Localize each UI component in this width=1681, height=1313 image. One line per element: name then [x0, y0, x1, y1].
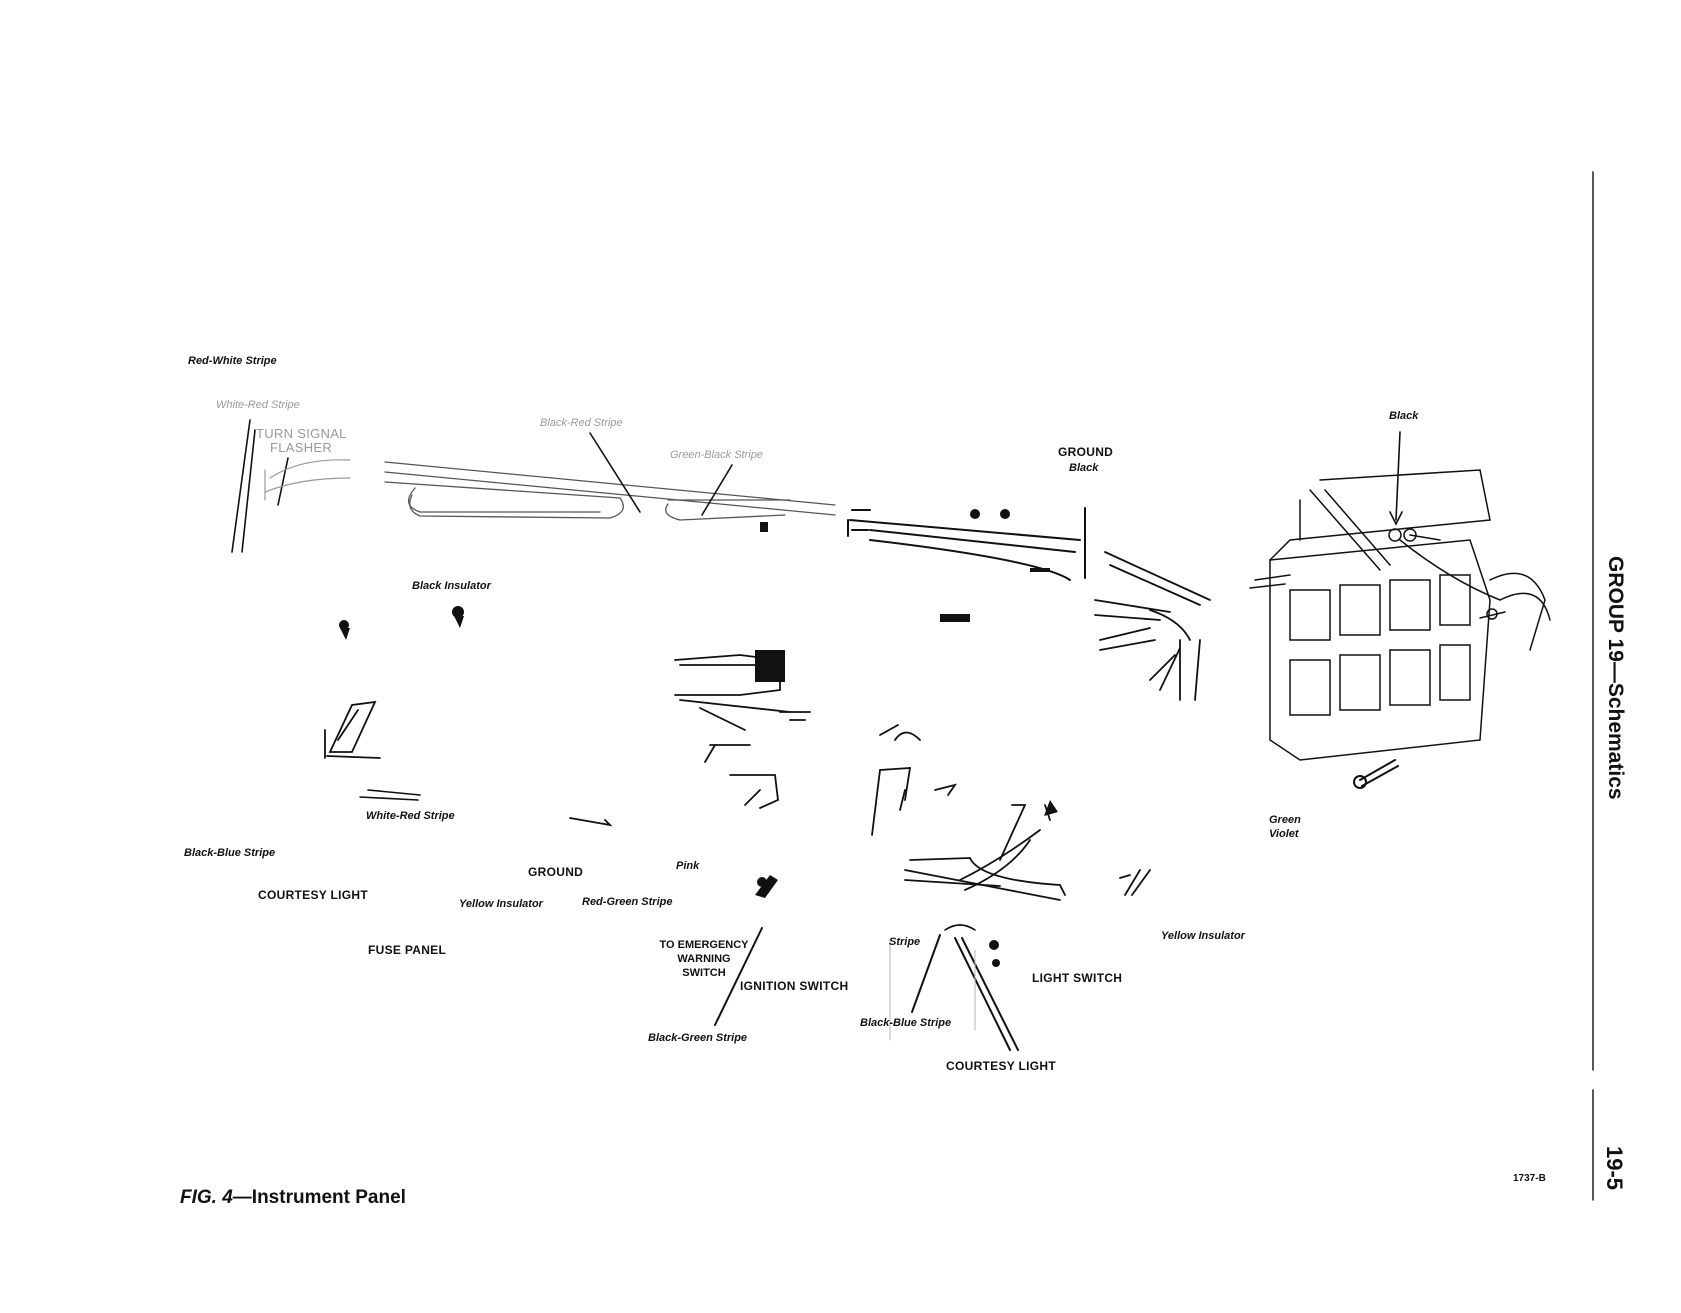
black-blue-leader — [911, 934, 941, 1013]
courtesy-light-bulb — [944, 924, 976, 931]
label-yellow-insulator-left: Yellow Insulator — [459, 898, 543, 910]
group-title: GROUP 19—Schematics — [1604, 556, 1627, 800]
light-socket — [889, 939, 976, 1041]
light-switch-knob — [1044, 800, 1058, 816]
label-ignition-switch: IGNITION SWITCH — [740, 979, 849, 993]
label-turn-signal-2: FLASHER — [270, 440, 333, 455]
label-green-black-stripe: Green-Black Stripe — [670, 449, 763, 461]
fuse-panel-drawing — [1249, 469, 1551, 761]
center-mark — [569, 817, 613, 827]
label-black-right: Black — [1389, 410, 1419, 422]
label-black-insulator: Black Insulator — [412, 580, 491, 592]
label-green: Green — [1269, 814, 1301, 826]
black-right-leader — [1395, 431, 1401, 521]
label-black-red-stripe: Black-Red Stripe — [540, 417, 623, 429]
flasher-bracket — [264, 459, 351, 501]
connector-cluster-marks — [339, 509, 1050, 640]
caption-prefix: FIG. 4 — [180, 1187, 233, 1208]
light-switch-area — [871, 724, 1151, 901]
caption-text: —Instrument Panel — [232, 1187, 406, 1208]
black-red-leader — [589, 432, 641, 513]
ignition-block — [755, 650, 785, 682]
label-black-top: Black — [1069, 462, 1099, 474]
label-to-emergency-3: SWITCH — [682, 967, 726, 979]
label-ground-bottom: GROUND — [528, 865, 584, 879]
label-white-red-stripe-top: White-Red Stripe — [216, 399, 300, 411]
flasher-leaders — [231, 419, 289, 553]
label-red-green-stripe: Red-Green Stripe — [582, 896, 673, 908]
label-ground-top: GROUND — [1058, 445, 1114, 459]
figure-caption: FIG. 4—Instrument Panel — [180, 1187, 406, 1209]
main-harness — [384, 461, 836, 521]
green-black-leader — [701, 464, 733, 516]
label-black-blue-stripe-bottom: Black-Blue Stripe — [860, 1017, 952, 1029]
page-number: 19-5 — [1602, 1146, 1627, 1191]
label-light-switch: LIGHT SWITCH — [1032, 971, 1123, 985]
fuse-panel-screw — [1353, 759, 1399, 789]
courtesy-bottom-leader-1 — [954, 937, 1011, 1051]
left-wire-mark — [359, 789, 421, 801]
small-fitting — [755, 875, 778, 898]
figure-code: 1737-B — [1513, 1173, 1546, 1184]
label-black-blue-stripe-left: Black-Blue Stripe — [184, 847, 276, 859]
label-violet: Violet — [1269, 828, 1299, 840]
ground-connector-group — [1094, 551, 1211, 701]
label-black-green-stripe: Black-Green Stripe — [648, 1032, 748, 1044]
label-pink: Pink — [676, 860, 700, 872]
bulb-fitting — [989, 940, 1000, 967]
label-fuse-panel: FUSE PANEL — [368, 943, 447, 957]
label-red-white-stripe: Red-White Stripe — [188, 355, 277, 367]
label-courtesy-light-bottom: COURTESY LIGHT — [946, 1059, 1056, 1073]
label-courtesy-light-left: COURTESY LIGHT — [258, 888, 368, 902]
label-to-emergency-2: WARNING — [677, 953, 731, 965]
label-yellow-insulator-right: Yellow Insulator — [1161, 930, 1245, 942]
label-turn-signal-1: TURN SIGNAL — [256, 426, 347, 441]
emergency-leader — [714, 927, 763, 1026]
label-to-emergency-1: TO EMERGENCY — [659, 939, 749, 951]
label-stripe: Stripe — [889, 936, 921, 948]
courtesy-bottom-leader-2 — [961, 937, 1019, 1051]
courtesy-light-bracket — [324, 700, 381, 759]
label-white-red-stripe-bottom: White-Red Stripe — [366, 810, 455, 822]
ignition-switch-area — [674, 654, 811, 809]
connector-cluster-top — [847, 507, 1086, 581]
